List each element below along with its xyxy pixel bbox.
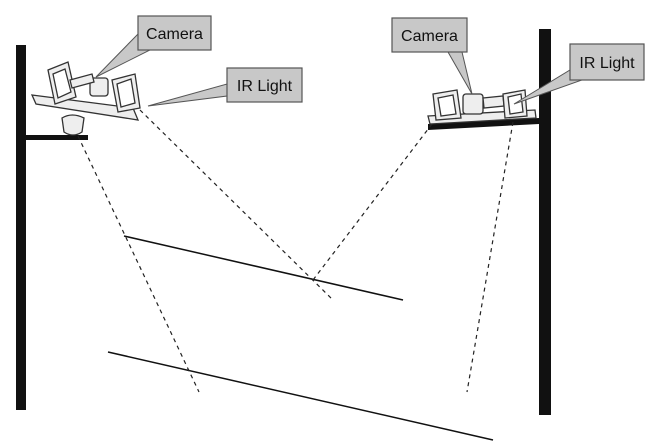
right-camera-assembly [427,89,537,125]
right-pole [539,29,551,415]
left-camera-lens [52,68,72,99]
left-ir-light-callout-box [226,67,303,103]
right-ir-light-label: IR Light [579,55,635,72]
right-camera-body [462,93,484,115]
left-mount-joint [61,114,85,136]
left-camera-callout: Camera [95,15,212,78]
right-ir-light-callout: IR Light [513,43,645,105]
right-camera-connector [482,95,505,109]
left-camera-connector [69,73,95,89]
right-camera-label: Camera [401,28,458,45]
field-of-view-lines [77,109,514,393]
left-camera-assembly [30,61,141,136]
left-camera-view-line [77,135,200,393]
left-light-beam-line [139,109,334,301]
upper-ground-line [123,235,404,301]
right-camera-view-line [312,123,433,281]
right-camera-callout-box [391,17,468,53]
left-mount-arm [26,135,88,140]
right-camera-lens [437,94,457,117]
right-light-beam-line [466,121,514,393]
left-pole [16,45,26,410]
left-camera-label: Camera [146,26,203,43]
left-ir-light-callout-pointer [147,83,228,107]
right-camera-callout-pointer [447,51,473,95]
right-ir-light-callout-box [569,43,645,81]
right-camera-callout: Camera [391,17,473,95]
left-ir-light-callout: IR Light [147,67,303,107]
right-mount-arm [428,118,539,130]
left-ir-light-label: IR Light [237,78,293,95]
lower-ground-line [107,351,494,441]
left-ir-light-face [116,78,136,108]
left-camera-callout-box [137,15,212,51]
